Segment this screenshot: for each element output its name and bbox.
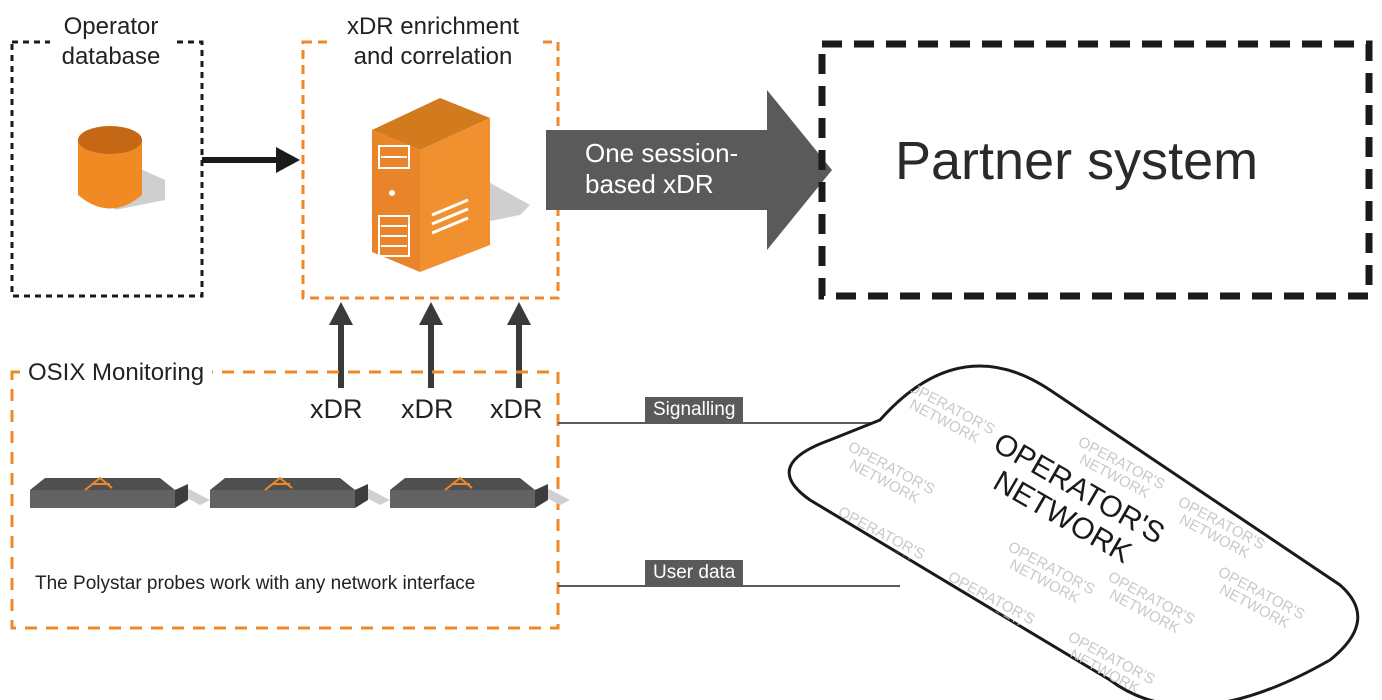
partner-system-box: [818, 40, 1373, 300]
operator-database-title: Operator database: [50, 12, 172, 72]
partner-system-title: Partner system: [895, 131, 1259, 191]
probe-label-3: Probe: [432, 508, 470, 524]
database-to-enrichment-arrow: [202, 147, 300, 173]
signalling-tag: Signalling: [645, 397, 744, 423]
xdr-label-2: xDR: [401, 394, 454, 424]
database-icon: [78, 126, 165, 210]
xdr-arrows: [329, 302, 531, 388]
probe-label-2: Probe: [252, 508, 290, 524]
xdr-label-3: xDR: [490, 394, 543, 424]
server-icon: [372, 98, 530, 272]
osix-monitoring-title: OSIX Monitoring: [20, 358, 213, 388]
probe-devices: [30, 476, 570, 508]
probes-caption: The Polystar probes work with any networ…: [35, 573, 476, 594]
probe-label-1: Probe: [72, 508, 110, 524]
output-arrow-label: One session- based xDR: [585, 138, 739, 199]
operator-database-box: [10, 40, 204, 298]
xdr-label-1: xDR: [310, 394, 363, 424]
operators-network-shape: [787, 364, 1360, 700]
output-arrow: [546, 90, 832, 250]
user-data-tag: User data: [645, 560, 744, 586]
enrichment-title: xDR enrichment and correlation: [328, 12, 538, 72]
